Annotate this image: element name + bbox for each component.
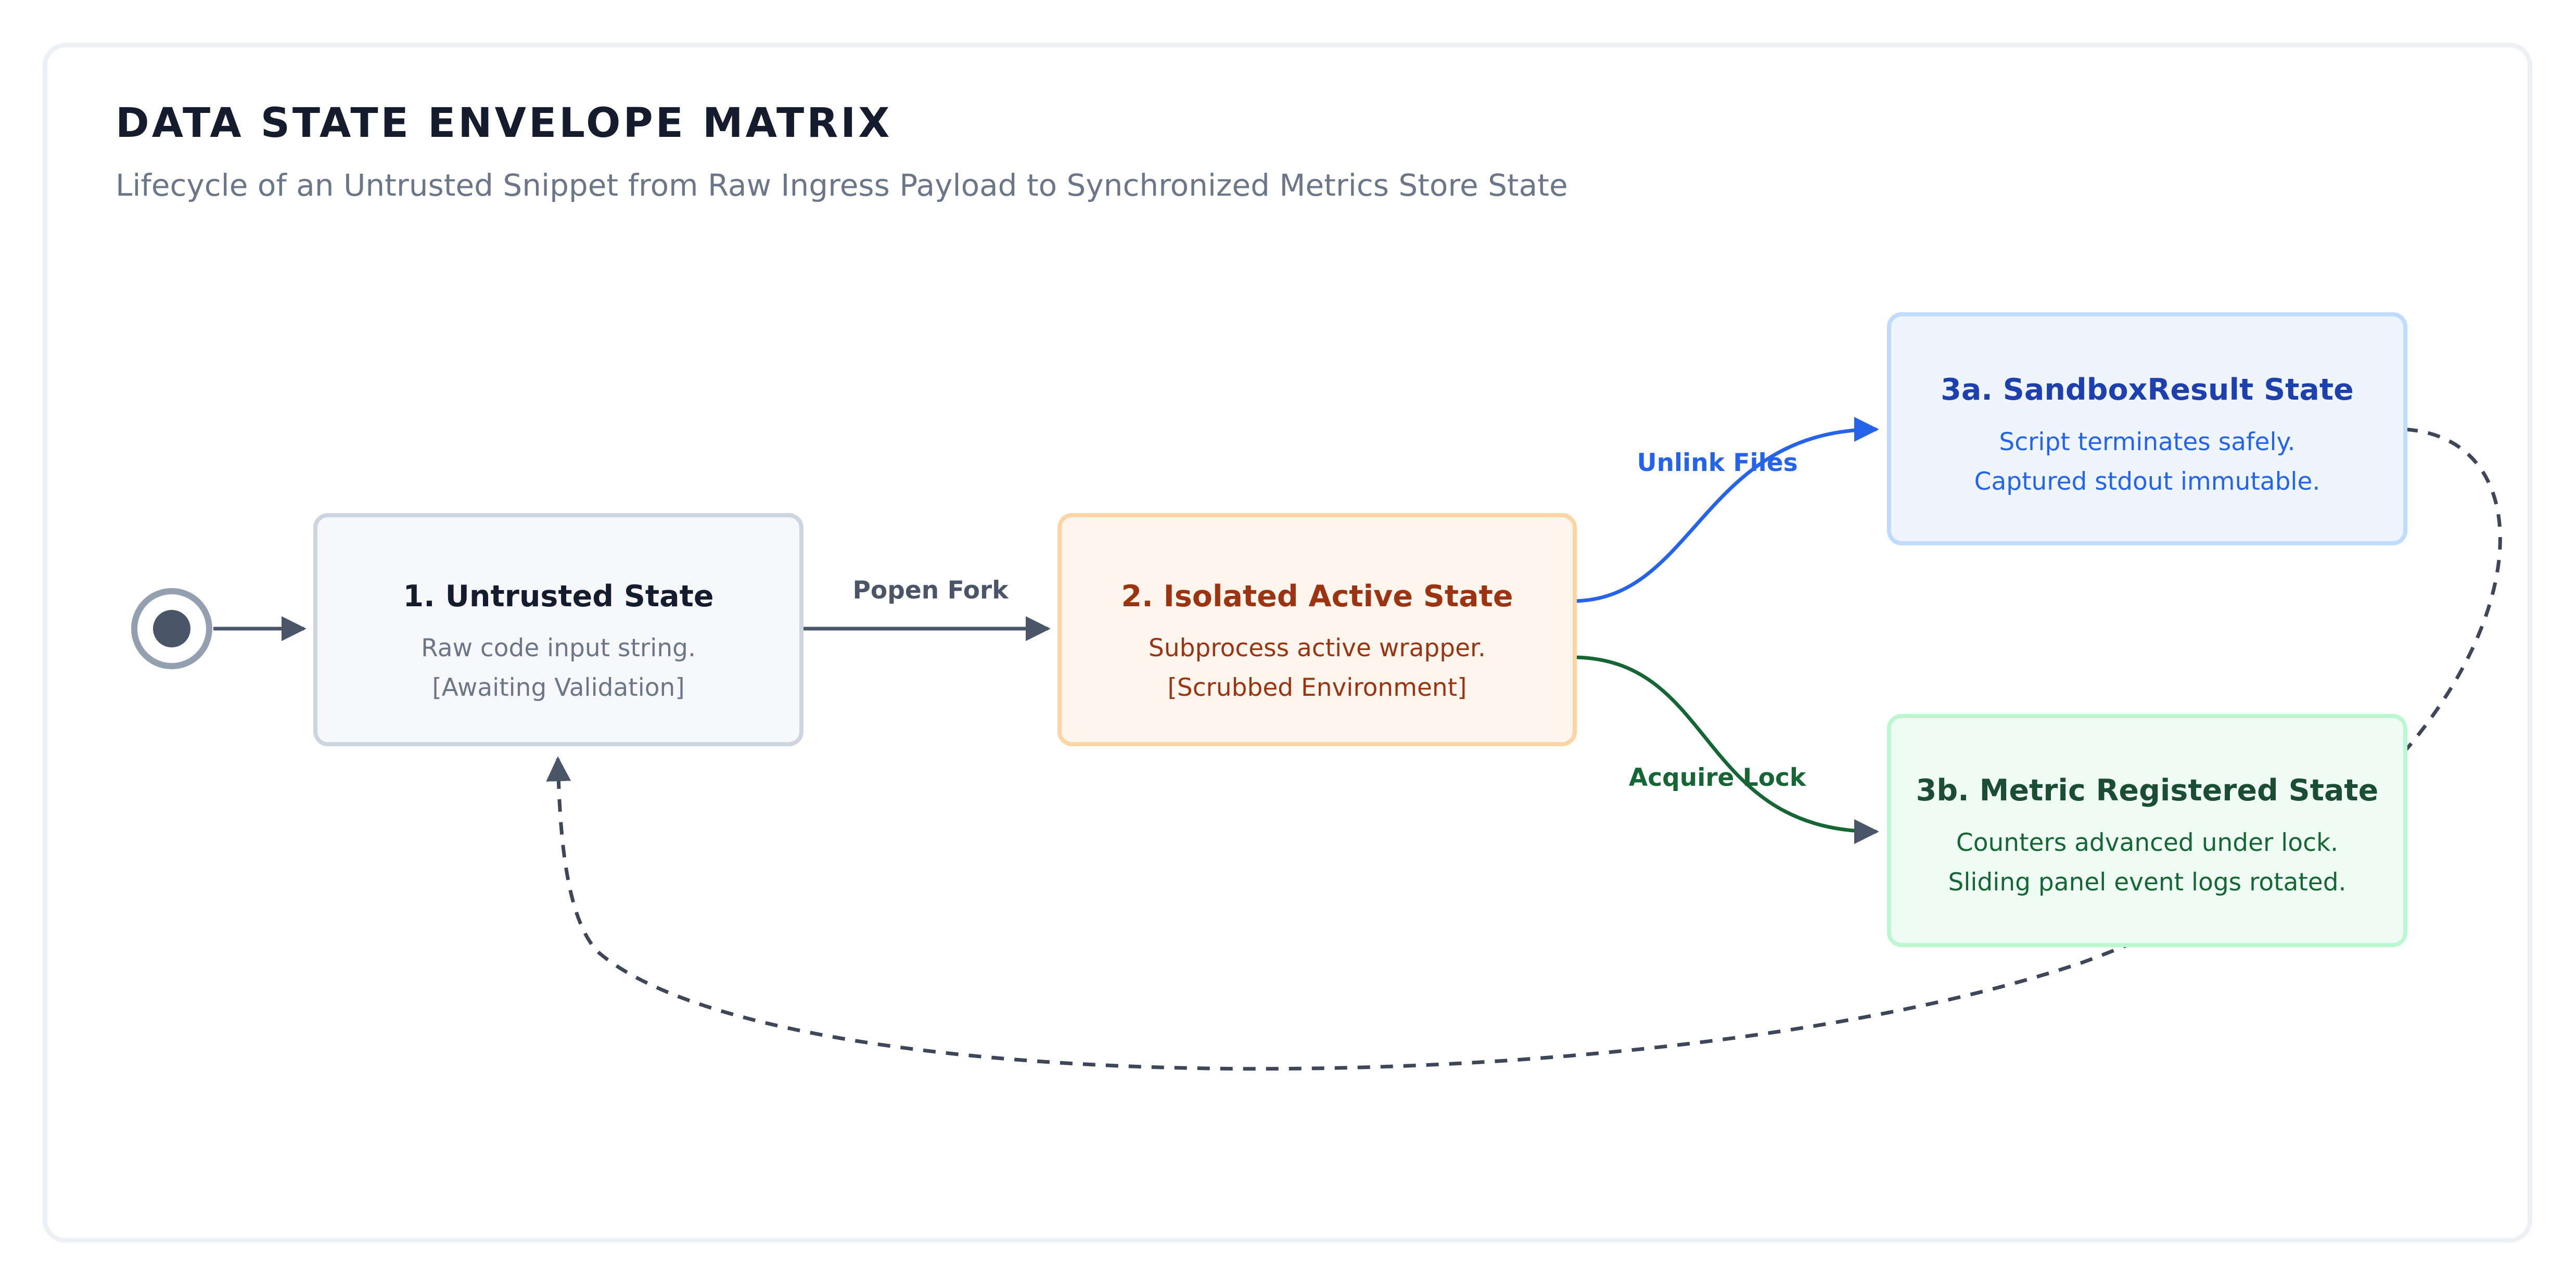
node-metric-line1: Counters advanced under lock. bbox=[1956, 828, 2338, 857]
node-isolated-active-state: 2. Isolated Active State Subprocess acti… bbox=[1057, 513, 1577, 746]
node-sandbox-result-state: 3a. SandboxResult State Script terminate… bbox=[1887, 312, 2407, 545]
edge-acquire-lock bbox=[1574, 655, 1879, 844]
node-untrusted-title: 1. Untrusted State bbox=[403, 579, 713, 614]
initial-state-marker bbox=[131, 588, 212, 669]
diagram-subtitle: Lifecycle of an Untrusted Snippet from R… bbox=[116, 168, 1568, 203]
node-sandbox-line1: Script terminates safely. bbox=[1999, 428, 2295, 456]
node-sandbox-title: 3a. SandboxResult State bbox=[1941, 373, 2354, 407]
edge-loop-back bbox=[546, 427, 2502, 1071]
node-isolated-line2: [Scrubbed Environment] bbox=[1168, 673, 1467, 702]
edge-label-unlink-files: Unlink Files bbox=[1637, 449, 1797, 477]
node-metric-registered-state: 3b. Metric Registered State Counters adv… bbox=[1887, 714, 2407, 947]
node-isolated-title: 2. Isolated Active State bbox=[1121, 579, 1513, 614]
node-isolated-line1: Subprocess active wrapper. bbox=[1149, 634, 1486, 662]
node-metric-title: 3b. Metric Registered State bbox=[1916, 773, 2379, 808]
edge-label-popen-fork: Popen Fork bbox=[852, 576, 1009, 605]
node-untrusted-line1: Raw code input string. bbox=[421, 634, 696, 662]
edge-unlink-files bbox=[1574, 417, 1879, 603]
node-untrusted-line2: [Awaiting Validation] bbox=[432, 673, 684, 702]
node-metric-line2: Sliding panel event logs rotated. bbox=[1948, 868, 2346, 897]
diagram-title: DATA STATE ENVELOPE MATRIX bbox=[116, 100, 892, 147]
node-sandbox-line2: Captured stdout immutable. bbox=[1974, 467, 2320, 496]
edge-label-acquire-lock: Acquire Lock bbox=[1629, 763, 1807, 792]
node-untrusted-state: 1. Untrusted State Raw code input string… bbox=[313, 513, 804, 746]
